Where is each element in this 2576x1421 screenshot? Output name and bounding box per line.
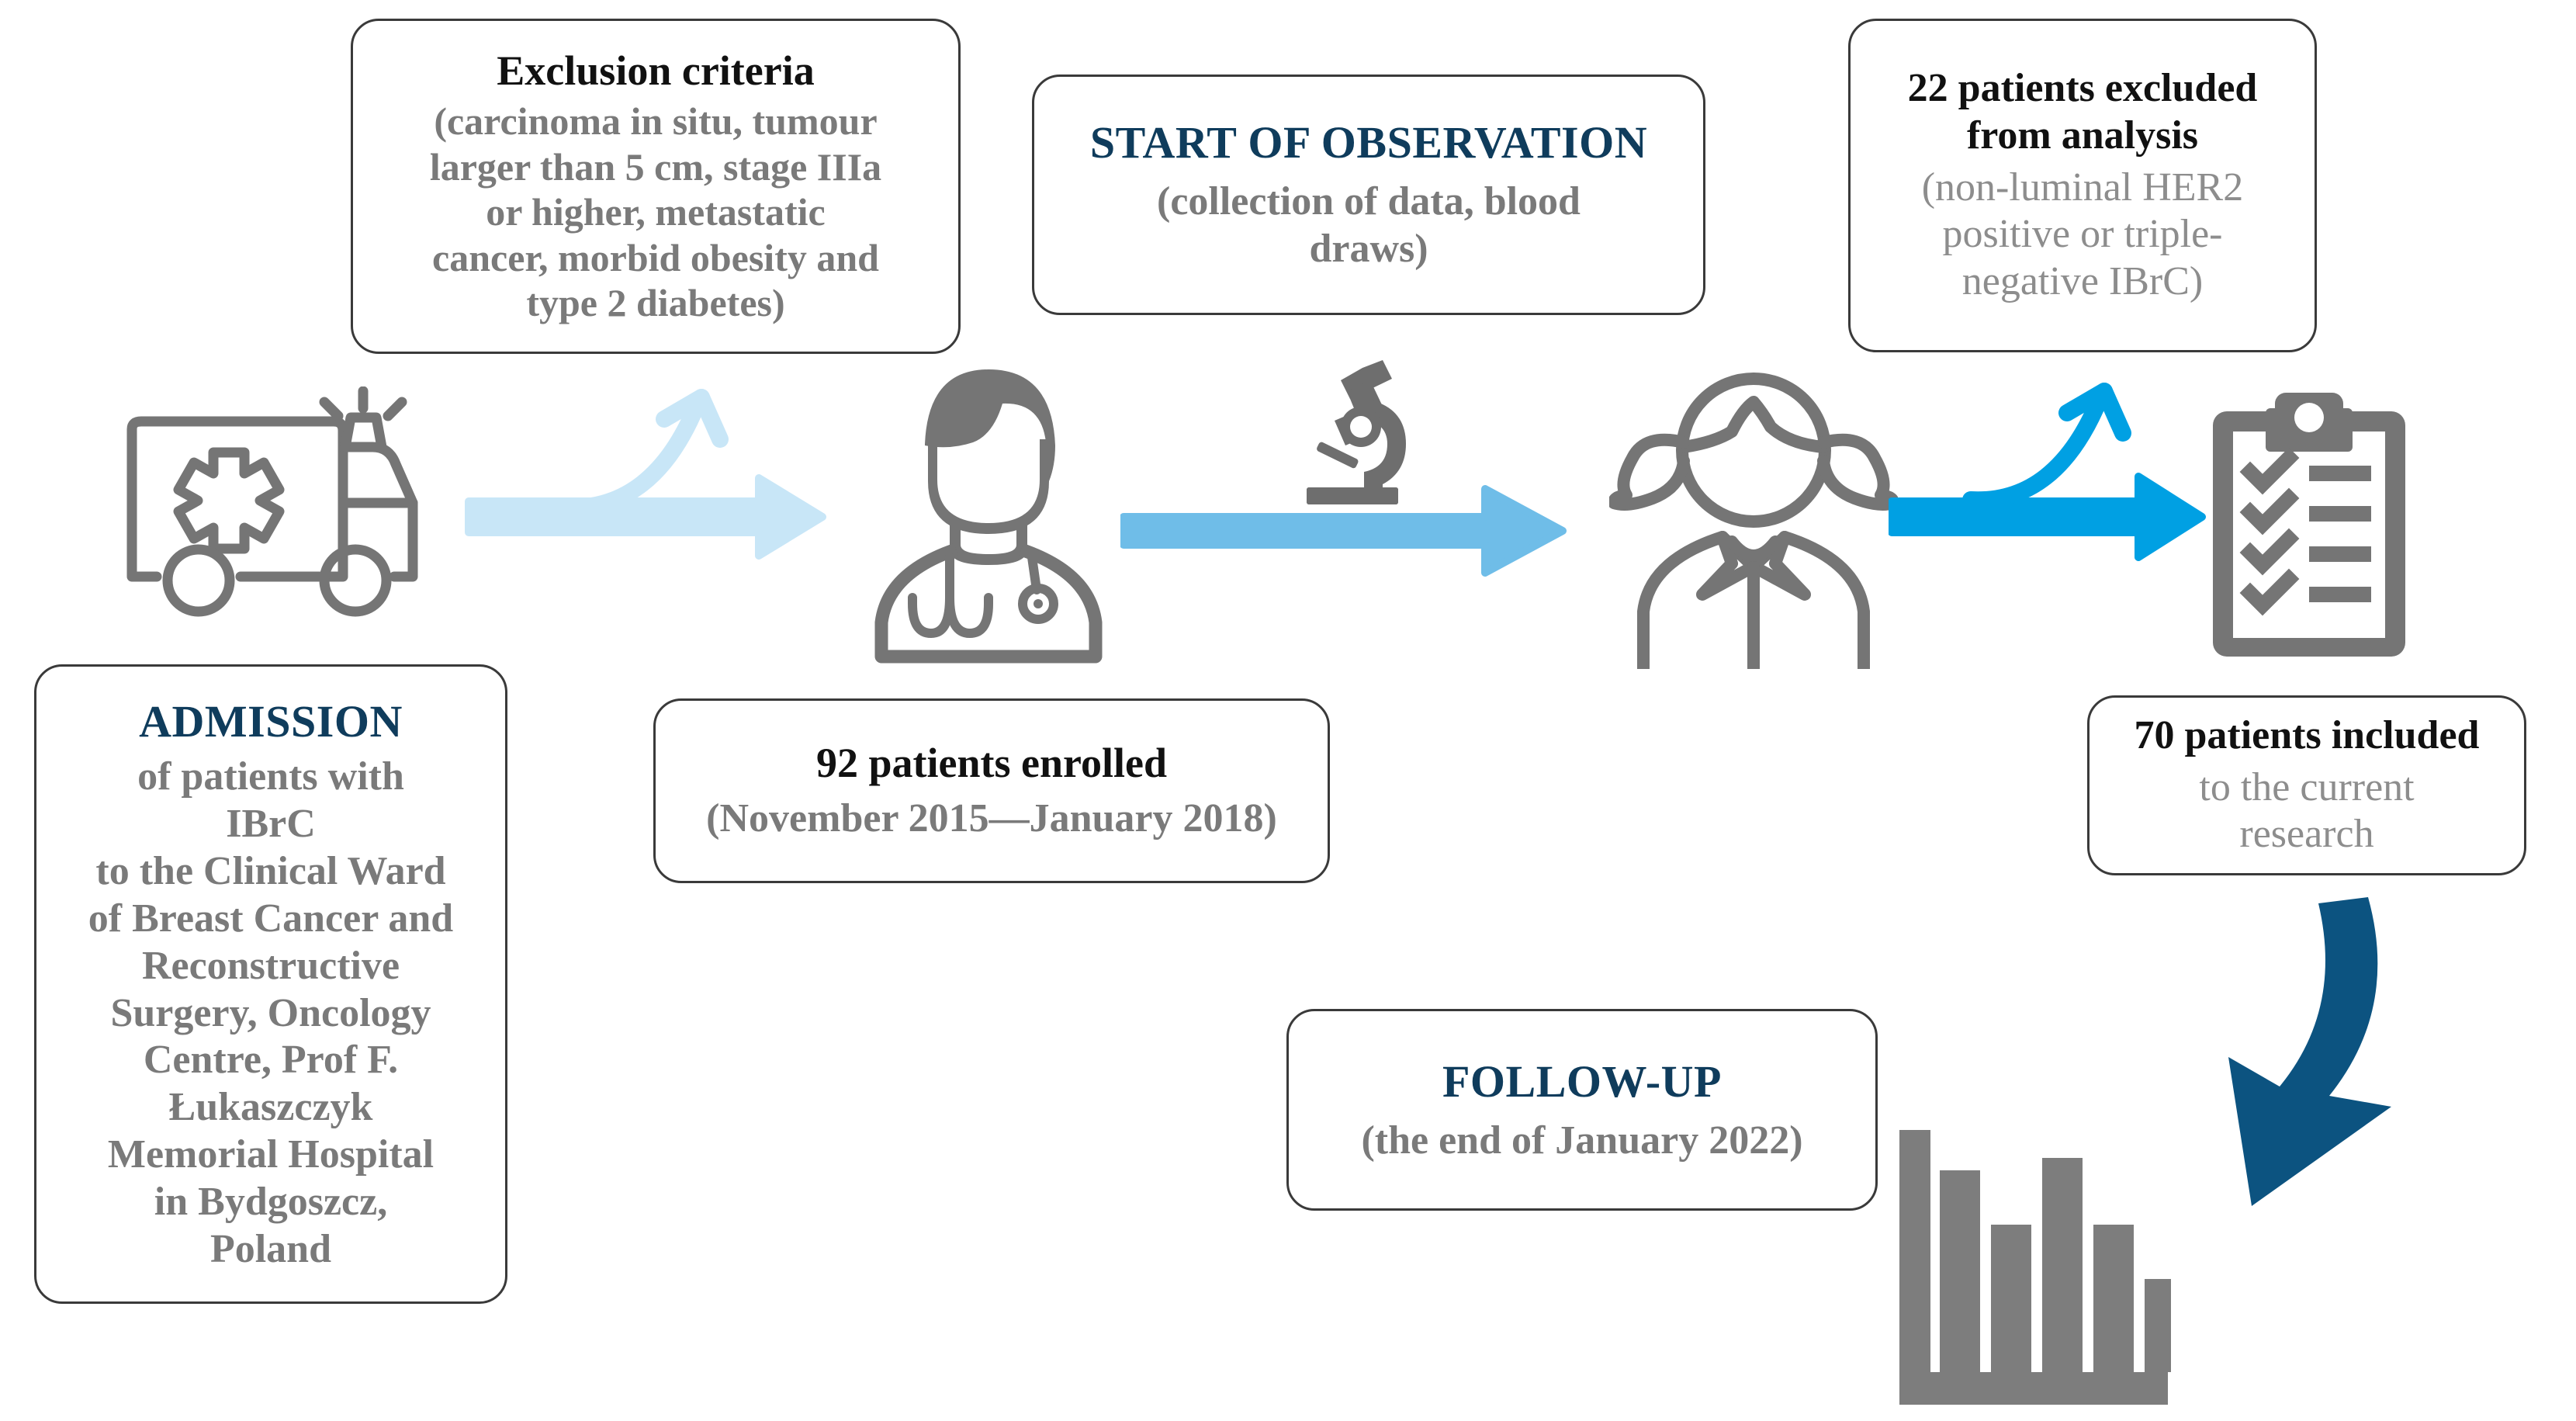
admission-body: of patients with IBrC to the Clinical Wa… (88, 754, 454, 1271)
patients-excluded-box: 22 patients excluded from analysis (non-… (1848, 19, 2317, 352)
start-of-observation-heading: START OF OBSERVATION (1089, 117, 1648, 168)
follow-up-heading: FOLLOW-UP (1442, 1055, 1722, 1107)
arrow-included-to-results (2135, 892, 2469, 1218)
exclusion-criteria-box: Exclusion criteria (carcinoma in situ, t… (351, 19, 961, 354)
clipboard-checklist-icon (2191, 388, 2425, 664)
start-of-observation-body: (collection of data, blood draws) (1157, 179, 1581, 271)
bar-chart-icon (1895, 1125, 2174, 1412)
patients-enrolled-body: (November 2015—January 2018) (706, 796, 1277, 841)
doctor-icon (857, 365, 1120, 664)
patients-enrolled-heading: 92 patients enrolled (815, 740, 1167, 786)
patients-enrolled-box: 92 patients enrolled (November 2015—Janu… (653, 698, 1330, 883)
admission-heading: ADMISSION (139, 695, 403, 747)
admission-box: ADMISSION of patients with IBrC to the C… (34, 664, 507, 1304)
bar-1 (1940, 1170, 1980, 1372)
patients-included-body: to the current research (2199, 764, 2415, 857)
arrow-doctor-to-patient (1120, 484, 1601, 577)
bar-3 (2042, 1158, 2083, 1372)
bar-5 (2145, 1279, 2171, 1372)
exclusion-criteria-body: (carcinoma in situ, tumour larger than 5… (429, 99, 882, 325)
arrow-patient-to-clipboard (1888, 371, 2245, 570)
patients-included-box: 70 patients included to the current rese… (2087, 695, 2526, 875)
arrow-admission-to-doctor (464, 374, 867, 570)
bar-4 (2093, 1225, 2134, 1372)
follow-up-body: (the end of January 2022) (1361, 1118, 1803, 1163)
woman-patient-icon (1608, 365, 1899, 675)
patients-included-heading: 70 patients included (2134, 712, 2480, 757)
microscope-icon (1269, 351, 1502, 531)
start-of-observation-box: START OF OBSERVATION (collection of data… (1032, 75, 1705, 315)
bar-2 (1991, 1225, 2031, 1372)
follow-up-box: FOLLOW-UP (the end of January 2022) (1286, 1009, 1878, 1211)
exclusion-criteria-heading: Exclusion criteria (497, 47, 815, 95)
ambulance-icon (109, 386, 458, 629)
patients-excluded-heading: 22 patients excluded from analysis (1907, 65, 2258, 158)
patients-excluded-body: (non-luminal HER2 positive or triple- ne… (1921, 165, 2244, 304)
